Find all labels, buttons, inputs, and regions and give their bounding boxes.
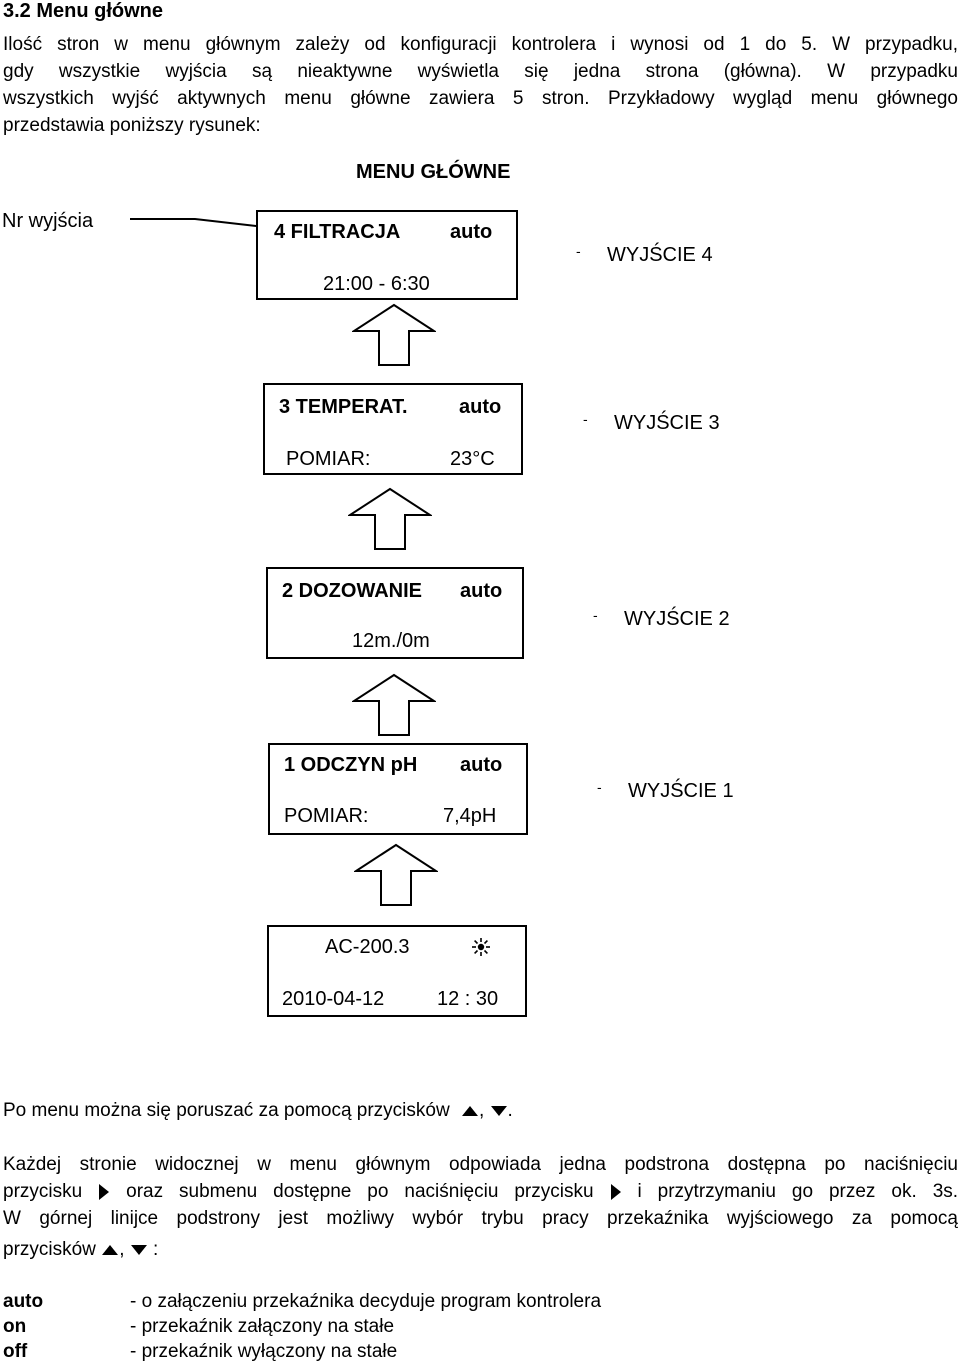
- up-triangle-icon: [461, 1105, 478, 1116]
- para2-l4end: :: [153, 1239, 159, 1260]
- nav-separator: ,: [478, 1100, 485, 1121]
- para2-l2b: oraz submenu dostępne po naciśnięciu prz…: [126, 1181, 594, 1202]
- screen-1-label: POMIAR:: [284, 805, 369, 827]
- para2-line-3: W górnej linijce podstrony jest możliwy …: [3, 1208, 958, 1229]
- output-label-3: WYJŚCIE 3: [614, 412, 720, 434]
- pointer-label: Nr wyjścia: [2, 210, 94, 232]
- para2-line-2: przycisku oraz submenu dostępne po naciś…: [3, 1178, 958, 1205]
- output-label-4: WYJŚCIE 4: [607, 244, 713, 266]
- up-arrow-icon: [352, 303, 436, 366]
- screen-1-title: 1 ODCZYN pH: [284, 754, 418, 776]
- para2-line-1: Każdej stronie widocznej w menu głównym …: [3, 1154, 958, 1175]
- screen-2-title: 2 DOZOWANIE: [282, 580, 423, 602]
- intro-line-3: wszystkich wyjść aktywnych menu główne z…: [3, 88, 958, 109]
- sun-icon: [472, 938, 490, 956]
- output-label-2: WYJŚCIE 2: [624, 608, 730, 630]
- nav-text: Po menu można się poruszać za pomocą prz…: [3, 1100, 450, 1121]
- para2-l4sep: ,: [119, 1239, 125, 1260]
- right-triangle-icon: [610, 1183, 621, 1200]
- screen-3-value: 23°C: [450, 448, 495, 470]
- screen-2-dosing: 12m./0m: [352, 630, 430, 652]
- right-triangle-icon: [99, 1183, 110, 1200]
- nav-end: .: [507, 1100, 513, 1121]
- definition-desc: - przekaźnik wyłączony na stałe: [130, 1341, 398, 1362]
- intro-line-4: przedstawia poniższy rysunek:: [3, 115, 261, 136]
- definition-row: auto - o załączeniu przekaźnika decyduje …: [3, 1289, 601, 1314]
- screen-3-mode: auto: [459, 396, 502, 418]
- intro-paragraph: Ilość stron w menu głównym zależy od kon…: [3, 31, 958, 139]
- up-arrow-icon: [352, 673, 436, 736]
- tick-mark: -: [593, 607, 598, 623]
- definition-row: off - przekaźnik wyłączony na stałe: [3, 1339, 601, 1364]
- definition-desc: - o załączeniu przekaźnika decyduje prog…: [130, 1291, 602, 1312]
- mode-definitions: auto - o załączeniu przekaźnika decyduje …: [3, 1289, 601, 1364]
- nav-sentence: Po menu można się poruszać za pomocą prz…: [3, 1099, 513, 1123]
- diagram-title: MENU GŁÓWNE: [356, 161, 511, 183]
- para2-line-4: przycisków , :: [3, 1236, 958, 1263]
- para2-l2c: i przytrzymaniu go przez ok. 3s.: [637, 1181, 959, 1202]
- screen-1-mode: auto: [460, 754, 503, 776]
- screen-4-mode: auto: [450, 221, 493, 243]
- main-screen-date: 2010-04-12: [282, 988, 385, 1010]
- down-triangle-icon: [490, 1105, 507, 1116]
- screen-output-4: 4 FILTRACJA auto 21:00 - 6:30: [256, 210, 518, 300]
- tick-mark: -: [597, 779, 602, 795]
- submenu-paragraph: Każdej stronie widocznej w menu głównym …: [3, 1151, 958, 1263]
- up-arrow-icon: [354, 843, 438, 906]
- screen-4-schedule: 21:00 - 6:30: [323, 273, 430, 295]
- screen-output-3: 3 TEMPERAT. auto POMIAR: 23°C: [263, 383, 523, 475]
- down-triangle-icon: [130, 1244, 147, 1255]
- para2-l4a: przycisków: [3, 1239, 96, 1260]
- screen-3-label: POMIAR:: [286, 448, 371, 470]
- up-arrow-icon: [348, 487, 432, 550]
- intro-line-1: Ilość stron w menu głównym zależy od kon…: [3, 34, 958, 55]
- screen-1-value: 7,4pH: [443, 805, 497, 827]
- section-heading: 3.2 Menu główne: [3, 0, 164, 22]
- intro-line-2: gdy wszystkie wyjścia są nieaktywne wyśw…: [3, 61, 958, 82]
- up-triangle-icon: [102, 1244, 119, 1255]
- screen-3-title: 3 TEMPERAT.: [279, 396, 408, 418]
- para2-l2a: przycisku: [3, 1181, 83, 1202]
- definition-row: on - przekaźnik załączony na stałe: [3, 1314, 601, 1339]
- main-screen: AC-200.3 2010-04-12 12 : 30: [267, 925, 527, 1017]
- main-screen-time: 12 : 30: [437, 988, 499, 1010]
- screen-2-mode: auto: [460, 580, 503, 602]
- definition-term: on: [3, 1316, 27, 1337]
- controller-model: AC-200.3: [325, 936, 410, 958]
- definition-term: off: [3, 1341, 28, 1362]
- tick-mark: -: [576, 243, 581, 259]
- screen-4-title: 4 FILTRACJA: [274, 221, 401, 243]
- screen-output-2: 2 DOZOWANIE auto 12m./0m: [266, 567, 524, 659]
- definition-term: auto: [3, 1291, 44, 1312]
- tick-mark: -: [583, 411, 588, 427]
- definition-desc: - przekaźnik załączony na stałe: [130, 1316, 395, 1337]
- screen-output-1: 1 ODCZYN pH auto POMIAR: 7,4pH: [268, 743, 528, 835]
- output-label-1: WYJŚCIE 1: [628, 780, 734, 802]
